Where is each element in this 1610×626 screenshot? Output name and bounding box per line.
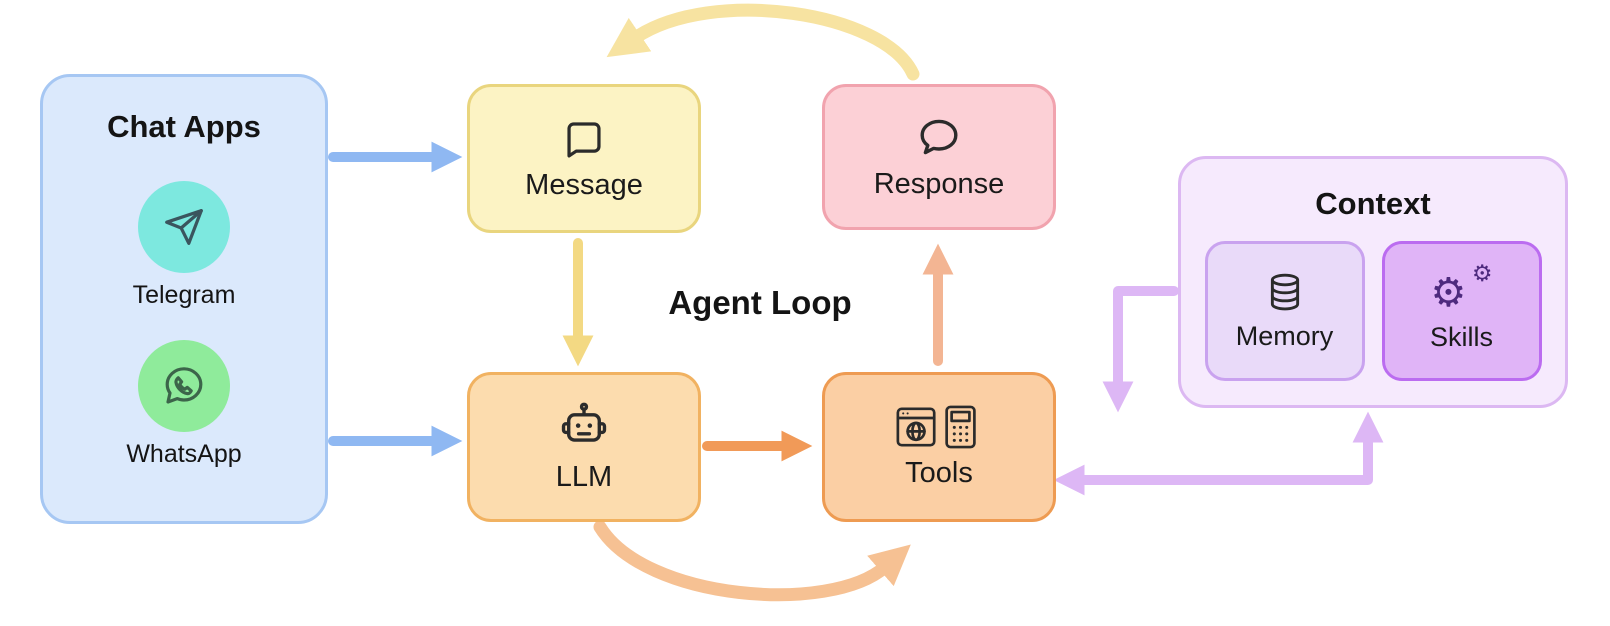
- speech-bubble-round-icon: [920, 119, 958, 155]
- whatsapp-app: WhatsApp: [126, 340, 242, 469]
- telegram-paper-plane-icon: [165, 209, 203, 245]
- llm-label: LLM: [555, 461, 613, 493]
- context-title: Context: [1315, 186, 1431, 221]
- gear-large-glyph: ⚙: [1430, 270, 1467, 316]
- arrow-response-to-message-curve: [606, 3, 920, 81]
- context-panel: Context Memory ⚙ ⚙ Skills: [1178, 156, 1568, 408]
- skills-label: Skills: [1429, 322, 1493, 352]
- gear-small-glyph: ⚙: [1471, 261, 1493, 287]
- tools-node: Tools: [822, 372, 1056, 522]
- skills-node: ⚙ ⚙ Skills: [1381, 241, 1542, 381]
- llm-node: LLM: [467, 372, 701, 522]
- response-node: Response: [822, 84, 1056, 230]
- whatsapp-phone-icon: [165, 367, 203, 404]
- arrow-tools-context-elbow: [1053, 411, 1384, 496]
- message-node: Message: [467, 84, 701, 233]
- context-row: Memory ⚙ ⚙ Skills: [1204, 241, 1542, 381]
- browser-calculator-icon: [896, 405, 976, 449]
- arrow-context-to-tools-elbow: [1102, 286, 1179, 413]
- robot-icon: [561, 402, 607, 442]
- database-icon: [1270, 273, 1299, 311]
- telegram-icon: [137, 181, 230, 273]
- whatsapp-label: WhatsApp: [126, 440, 242, 468]
- message-label: Message: [525, 168, 643, 201]
- tools-label: Tools: [905, 457, 973, 489]
- response-label: Response: [873, 168, 1005, 200]
- gears-icon: ⚙ ⚙: [1429, 263, 1495, 317]
- telegram-label: Telegram: [132, 281, 236, 309]
- chat-apps-panel: Chat Apps Telegram WhatsApp: [40, 74, 328, 524]
- whatsapp-icon: [138, 340, 230, 432]
- arrow-llm-to-tools-curve: [593, 520, 911, 602]
- agent-loop-label: Agent Loop: [668, 284, 852, 321]
- telegram-app: Telegram: [132, 181, 236, 310]
- chat-apps-title: Chat Apps: [107, 109, 261, 144]
- memory-node: Memory: [1204, 241, 1365, 381]
- memory-label: Memory: [1235, 321, 1334, 351]
- speech-bubble-square-icon: [567, 121, 601, 157]
